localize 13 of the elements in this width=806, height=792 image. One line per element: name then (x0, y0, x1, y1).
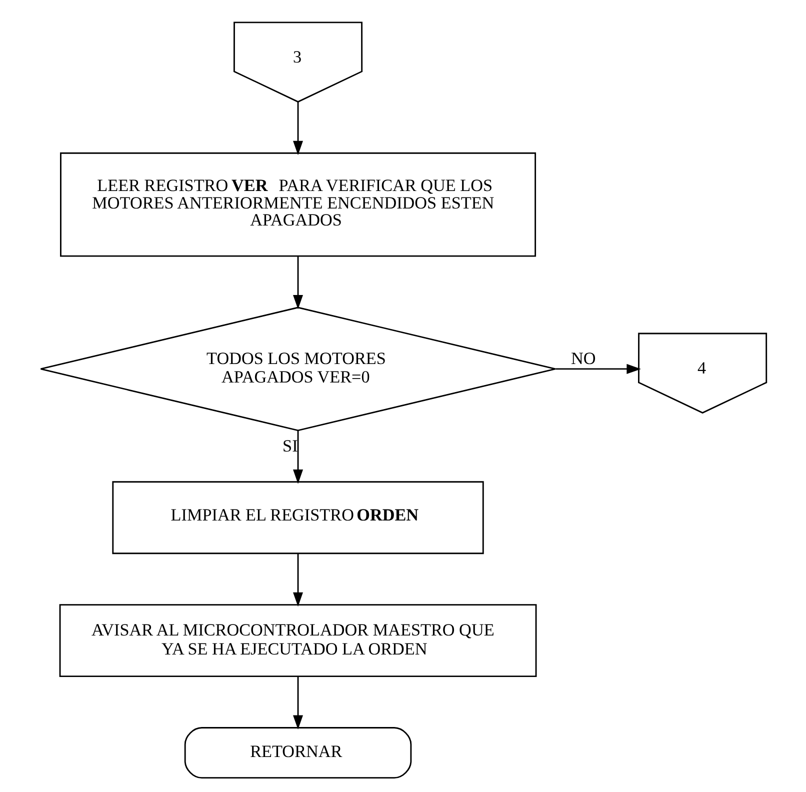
node-box: AVISAR AL MICROCONTROLADOR MAESTRO QUE YA SE HA EJECUTADO LA ORDEN (58, 604, 536, 678)
arrow (292, 676, 303, 730)
arrow (292, 430, 303, 484)
arrow (292, 554, 303, 607)
node-box: LEER REGISTRO VER PARA VERIFICAR QUE LOS MOTORES ANTERIORMENTE ENCENDIDOS ESTEN APAGADOS (60, 152, 536, 257)
edge-label: NO (570, 349, 596, 368)
arrow (555, 364, 640, 374)
arrow (292, 102, 303, 156)
node-diamond: TODOS LOS MOTORES APAGADOS VER=0 (40, 306, 556, 432)
node-box: RETORNAR (184, 727, 412, 778)
arrow (292, 256, 303, 310)
edge-label: SI (282, 436, 298, 456)
node-box: LIMPIAR EL REGISTRO ORDEN (112, 481, 484, 554)
